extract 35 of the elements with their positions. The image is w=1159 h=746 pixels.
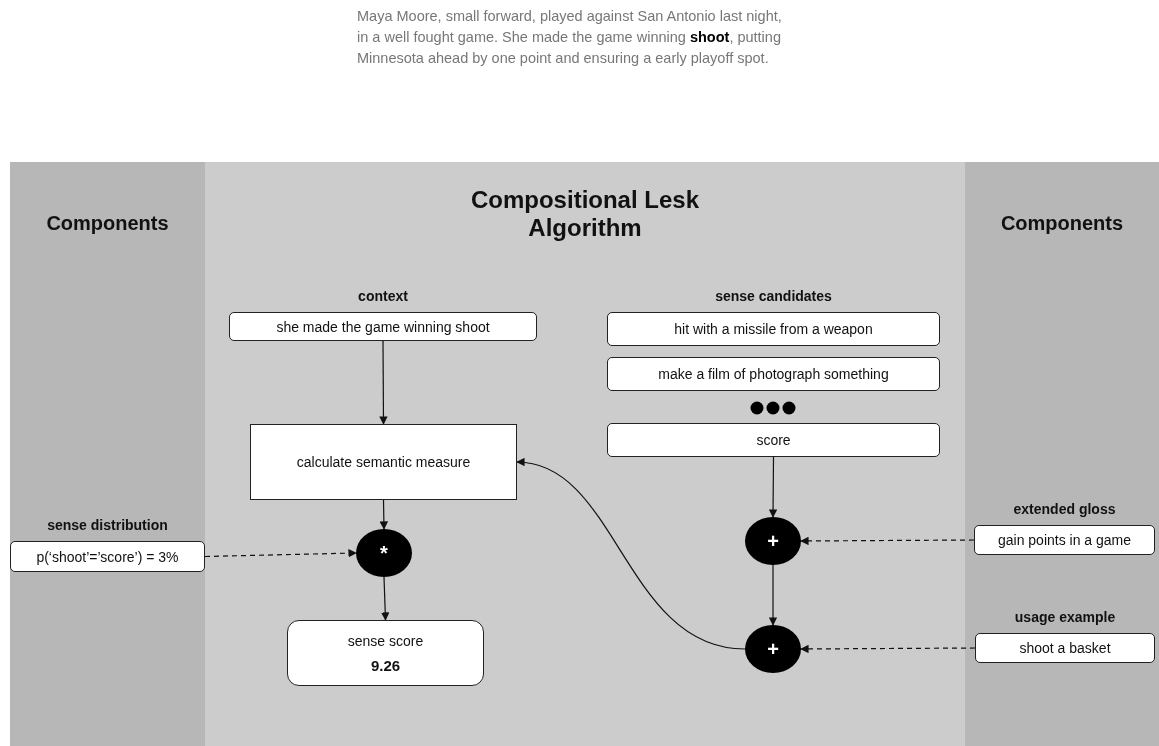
arrow bbox=[768, 456, 778, 518]
result-box bbox=[287, 620, 484, 686]
text-box: score bbox=[607, 423, 940, 457]
heading: sense candidates bbox=[714, 288, 833, 304]
arrow bbox=[768, 564, 778, 626]
panel bbox=[965, 162, 1159, 746]
process-box: calculate semantic measure bbox=[250, 424, 517, 500]
paragraph: Maya Moore, small forward, played against San Antonio last night, in a well fought game. She made the game winning shoot, putting Minnesota ahead by one point and ensuring a early playoff spot. bbox=[357, 7, 783, 68]
heading: sense distribution bbox=[46, 517, 169, 533]
arrow bbox=[379, 499, 389, 530]
panel-heading: Components bbox=[45, 212, 170, 235]
text-box: make a film of photograph something bbox=[607, 357, 940, 391]
dashed-arrow bbox=[800, 536, 975, 546]
text-box: she made the game winning shoot bbox=[229, 312, 537, 341]
arrow bbox=[381, 576, 390, 621]
text-box: shoot a basket bbox=[975, 633, 1155, 663]
dashed-arrow bbox=[800, 644, 976, 654]
score-value: 9.26 bbox=[370, 656, 401, 674]
heading: extended gloss bbox=[1012, 501, 1117, 517]
text-box: p(‘shoot’=’score’) = 3% bbox=[10, 541, 205, 572]
operator-circle: + bbox=[745, 517, 801, 565]
box-label: sense score bbox=[347, 632, 424, 649]
text-box: gain points in a game bbox=[974, 525, 1155, 555]
heading: usage example bbox=[1013, 609, 1117, 625]
panel bbox=[205, 162, 965, 746]
text-box: hit with a missile from a weapon bbox=[607, 312, 940, 346]
heading: context bbox=[357, 288, 409, 304]
title: Compositional Lesk Algorithm bbox=[469, 186, 700, 242]
operator-circle: + bbox=[745, 625, 801, 673]
arrow bbox=[516, 459, 746, 650]
dashed-arrow bbox=[204, 549, 357, 558]
panel bbox=[10, 162, 205, 746]
operator-circle: * bbox=[356, 529, 412, 577]
panel-heading: Components bbox=[999, 212, 1125, 235]
arrow bbox=[379, 340, 388, 425]
